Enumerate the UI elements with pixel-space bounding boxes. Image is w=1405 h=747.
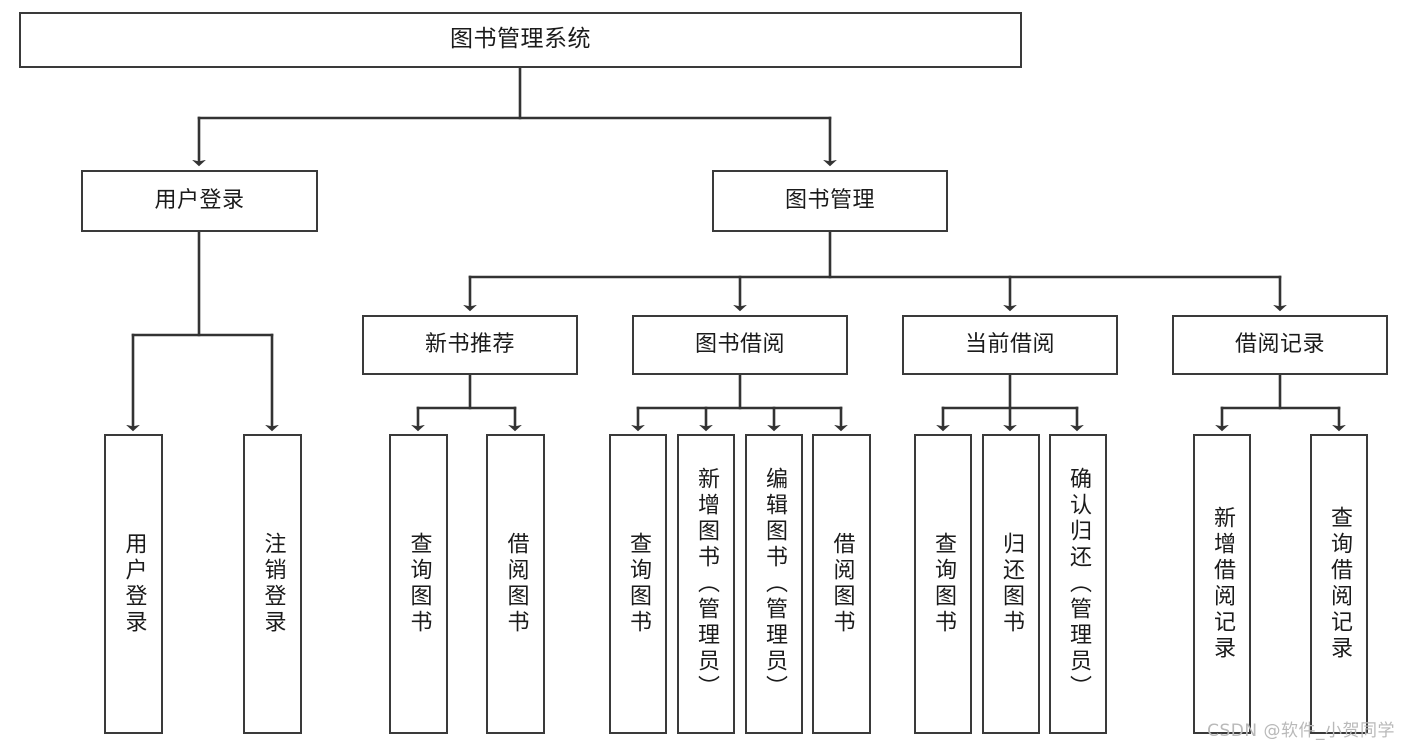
node-label: 查询图书 [931,532,956,636]
node-label: 查询借阅记录 [1327,506,1352,662]
node-label: 编辑图书（管理员） [762,467,787,701]
node-label: 借阅图书 [503,532,529,636]
csdn-watermark: CSDN @软件_小贺同学 [1207,721,1395,741]
node-label: 借阅图书 [829,532,855,636]
node-label: 新书推荐 [424,331,515,357]
node-label: 当前借阅 [964,331,1055,357]
node-leaf-user-login[interactable]: 用户登录 [104,434,163,734]
node-label: 查询图书 [626,532,651,636]
node-label: 借阅记录 [1234,331,1325,357]
node-leaf-borrow-book-1[interactable]: 借阅图书 [486,434,545,734]
node-leaf-confirm-return[interactable]: 确认归还（管理员） [1049,434,1107,734]
node-label: 图书借阅 [694,331,785,357]
node-label: 确认归还（管理员） [1066,467,1091,701]
node-label: 用户登录 [121,532,147,636]
node-leaf-query-book-2[interactable]: 查询图书 [609,434,667,734]
node-book-manage[interactable]: 图书管理 [712,170,948,232]
node-leaf-query-book-3[interactable]: 查询图书 [914,434,972,734]
node-leaf-return-book[interactable]: 归还图书 [982,434,1040,734]
node-leaf-query-record[interactable]: 查询借阅记录 [1310,434,1368,734]
node-current-borrow[interactable]: 当前借阅 [902,315,1118,375]
node-leaf-logout[interactable]: 注销登录 [243,434,302,734]
node-new-book-recommend[interactable]: 新书推荐 [362,315,578,375]
node-label: 归还图书 [999,532,1024,636]
node-leaf-add-book[interactable]: 新增图书（管理员） [677,434,735,734]
node-label: 用户登录 [154,187,245,213]
node-label: 图书管理系统 [450,26,591,53]
node-book-borrow[interactable]: 图书借阅 [632,315,848,375]
node-label: 新增借阅记录 [1210,506,1235,662]
node-label: 注销登录 [260,532,286,636]
node-borrow-record[interactable]: 借阅记录 [1172,315,1388,375]
node-label: 图书管理 [784,187,875,213]
node-leaf-add-record[interactable]: 新增借阅记录 [1193,434,1251,734]
node-user-login[interactable]: 用户登录 [81,170,318,232]
node-leaf-borrow-book-2[interactable]: 借阅图书 [812,434,871,734]
node-label: 查询图书 [406,532,432,636]
node-root-system[interactable]: 图书管理系统 [19,12,1022,68]
node-leaf-edit-book[interactable]: 编辑图书（管理员） [745,434,803,734]
node-leaf-query-book-1[interactable]: 查询图书 [389,434,448,734]
node-label: 新增图书（管理员） [694,467,719,701]
